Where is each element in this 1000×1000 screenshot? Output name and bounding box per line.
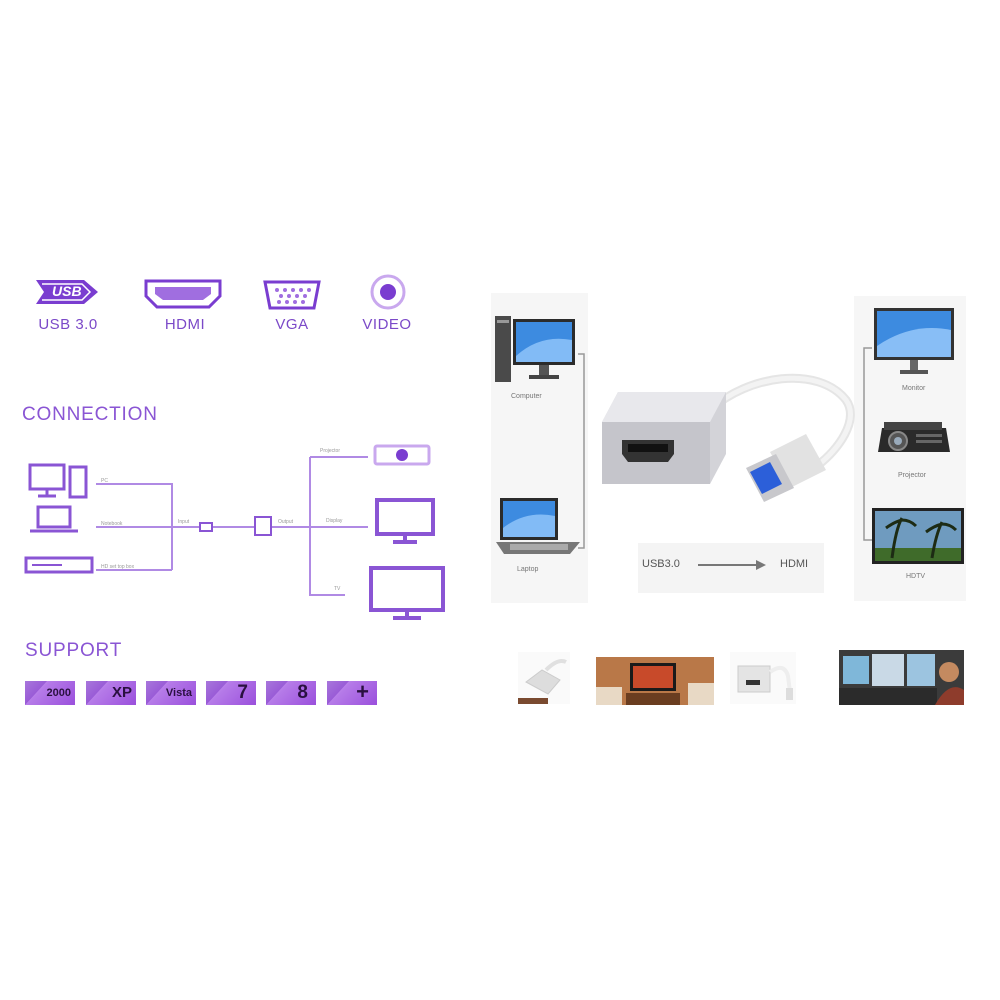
- monitor-label: Monitor: [902, 385, 926, 392]
- os-badge-vista: Vista: [146, 681, 196, 705]
- usb-logo-text: USB: [52, 283, 82, 299]
- os-badge-7: 7: [206, 681, 256, 705]
- output-label-projector: Projector: [320, 448, 341, 454]
- hdtv-image: [872, 508, 964, 573]
- conversion-to: HDMI: [780, 558, 809, 570]
- arrow-right-icon: [698, 560, 766, 570]
- hdmi-label: HDMI: [164, 316, 206, 333]
- video-label: VIDEO: [362, 316, 412, 333]
- os-badge-plus: +: [327, 681, 377, 705]
- os-badge-2000: 2000: [25, 681, 75, 705]
- usb-hdmi-adapter-image: [598, 370, 858, 525]
- output-label-tv: TV: [334, 586, 341, 592]
- output-label-display: Display: [326, 518, 343, 524]
- display-icon: [375, 498, 435, 544]
- usb-plug-shape: [199, 522, 213, 532]
- os-badge-xp: XP: [86, 681, 136, 705]
- conversion-from: USB3.0: [642, 558, 680, 570]
- right-bracket: [863, 347, 872, 541]
- monitor-image: [872, 306, 956, 383]
- multi-monitor-photo: [839, 650, 964, 705]
- usb-label: USB 3.0: [38, 316, 98, 333]
- set-top-box-icon: [24, 556, 94, 574]
- input-label-notebook: Notebook: [101, 521, 123, 527]
- usb-icon: USB: [32, 274, 104, 310]
- support-title: SUPPORT: [25, 640, 123, 661]
- tv-icon: [369, 566, 445, 620]
- computer-label: Computer: [511, 393, 542, 400]
- vga-icon: [262, 279, 322, 316]
- laptop-image: [496, 498, 582, 561]
- os-badge-8: 8: [266, 681, 316, 705]
- connection-title: CONNECTION: [22, 404, 158, 425]
- conversion-banner: [638, 543, 824, 593]
- input-label-pc: PC: [101, 478, 108, 484]
- video-icon: [368, 274, 408, 315]
- pc-icon: [28, 463, 88, 499]
- adapter-photo-1: [518, 652, 570, 704]
- adapter-photo-2: [730, 652, 796, 704]
- computer-image: [495, 316, 577, 393]
- projector-image: [876, 416, 952, 467]
- projector-icon: [373, 444, 431, 466]
- projector-label: Projector: [898, 472, 927, 479]
- input-label-settop: HD set top box: [101, 564, 135, 570]
- adapter-shape: [254, 516, 272, 536]
- connection-diagram: [24, 444, 445, 620]
- output-text: Output: [278, 519, 294, 525]
- input-text: Input: [178, 519, 190, 525]
- living-room-photo: [596, 657, 714, 705]
- laptop-label: Laptop: [517, 566, 539, 573]
- hdtv-label: HDTV: [906, 573, 926, 580]
- hdmi-icon: [143, 278, 223, 315]
- laptop-icon: [30, 505, 78, 533]
- vga-label: VGA: [275, 316, 309, 333]
- left-bracket: [578, 353, 585, 549]
